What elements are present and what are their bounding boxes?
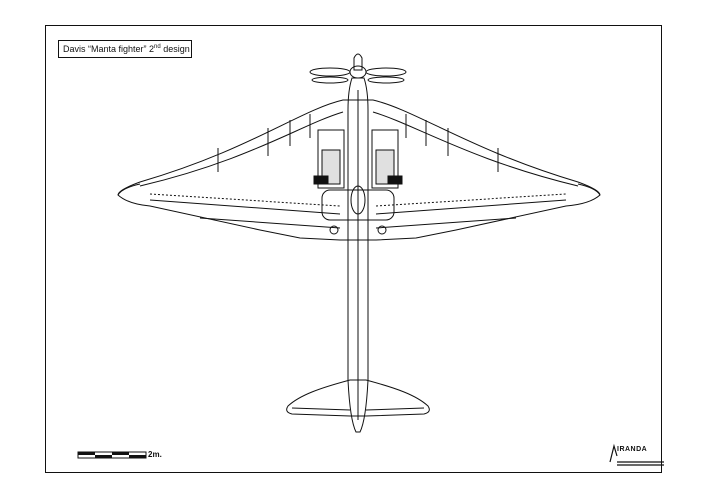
fuselage: [347, 77, 369, 433]
miranda-logo-mark: [609, 443, 664, 466]
gun-barrels-right: [405, 114, 499, 172]
propeller-blade-right: [365, 67, 407, 77]
elevator-line-left: [291, 407, 351, 411]
title-prefix: Davis “Manta fighter” 2: [63, 44, 155, 54]
gun-bay-right: [371, 129, 399, 189]
gun-bay-left: [317, 129, 345, 189]
scale-bar-label: 2m.: [148, 450, 162, 459]
propeller-blade-right-rear: [367, 76, 405, 84]
wing-trailing-left: [199, 217, 341, 229]
title-superscript: nd: [154, 44, 161, 50]
elevator-line-right: [365, 407, 425, 411]
title-suffix: design: [160, 44, 190, 54]
wing-tip-left: [117, 183, 141, 196]
ammo-box-left: [313, 175, 329, 185]
wing-spar-left: [149, 199, 341, 215]
wheel-left: [329, 225, 339, 235]
wing-dash-right: [375, 193, 567, 207]
tailplane: [286, 379, 430, 417]
propeller-hub: [349, 65, 367, 79]
gun-barrels-left: [217, 114, 311, 172]
wing-spar-right: [375, 199, 567, 215]
drawing-frame: [45, 25, 662, 473]
wing-tip-right: [577, 183, 601, 196]
spinner: [353, 53, 363, 71]
scale-bar: [77, 451, 147, 459]
wing-dash-left: [149, 193, 341, 207]
ammo-box-right: [387, 175, 403, 185]
wing-trailing-right: [375, 217, 517, 229]
wing-outline: [117, 99, 601, 241]
propeller-blade-left-rear: [311, 76, 349, 84]
propeller-blade-left: [309, 67, 351, 77]
wing-leading-line: [139, 111, 344, 187]
logo-wordmark: IRANDA: [617, 446, 648, 453]
wing-leading-line-right: [372, 111, 579, 187]
wheel-right: [377, 225, 387, 235]
drawing-title: Davis “Manta fighter” 2nd design: [58, 40, 192, 58]
